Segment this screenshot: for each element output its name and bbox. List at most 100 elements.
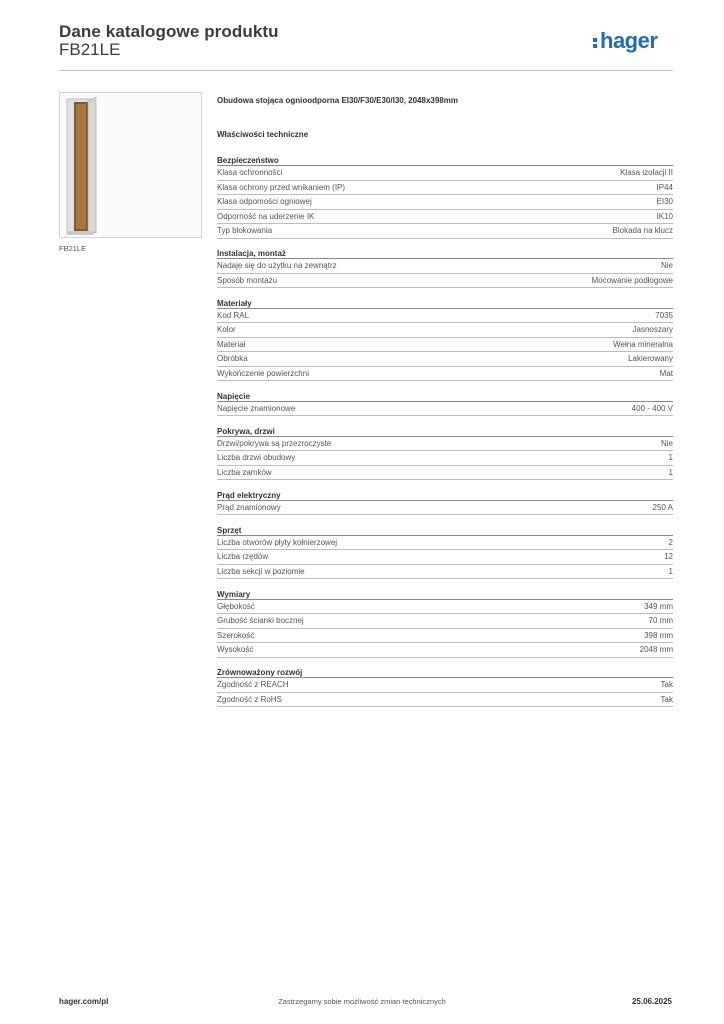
spec-value: 2048 mm <box>639 645 673 655</box>
spec-row: Klasa odpomości ogniowej EI30 <box>217 195 673 210</box>
spec-value: Lakierowany <box>628 354 673 364</box>
section-title: Wymiary <box>217 589 673 600</box>
spec-label: Liczba otworów płyty kołnierzowej <box>217 537 338 547</box>
spec-label: Klasa ochrony przed wnikaniem (IP) <box>217 182 346 192</box>
spec-value: IP44 <box>656 182 673 192</box>
spec-value: 70 mm <box>648 616 673 626</box>
spec-row: Grubość ścianki bocznej 70 mm <box>217 614 673 629</box>
spec-label: Szerokość <box>217 630 255 640</box>
spec-value: 250 A <box>652 502 673 512</box>
spec-row: Wysokość 2048 mm <box>217 643 673 658</box>
spec-label: Zgodność z RoHS <box>217 694 282 704</box>
spec-value: Tak <box>660 694 673 704</box>
section-title: Sprzęt <box>217 525 673 536</box>
spec-value: 1 <box>668 566 673 576</box>
footer-date: 25.06.2025 <box>631 997 672 1006</box>
spec-label: Grubość ścianki bocznej <box>217 616 304 626</box>
product-code: FB21LE <box>59 40 121 59</box>
spec-row: Kod RAL 7035 <box>217 309 673 323</box>
spec-label: Liczba drzwi obudowy <box>217 453 296 463</box>
spec-row: Głębokość 349 mm <box>217 600 673 614</box>
spec-label: Liczba sekcji w poziomie <box>217 566 305 576</box>
spec-label: Liczba rzędów <box>217 552 269 562</box>
spec-row: Klasa ochronności Klasa izolacji II <box>217 166 673 181</box>
spec-value: Tak <box>660 680 673 690</box>
spec-label: Klasa ochronności <box>217 168 283 178</box>
spec-row: Liczba otworów płyty kołnierzowej 2 <box>217 536 673 550</box>
product-description: Obudowa stojąca ognioodporna EI30/F30/E3… <box>217 96 458 105</box>
header-divider <box>59 70 673 71</box>
section-title: Prąd elektryczny <box>217 490 673 501</box>
spec-row: Klasa ochrony przed wnikaniem (IP) IP44 <box>217 181 673 195</box>
footer-website[interactable]: hager.com/pl <box>59 997 109 1006</box>
spec-label: Prąd znamionowy <box>217 502 281 512</box>
spec-label: Obróbka <box>217 354 248 364</box>
spec-row: Szerokość 398 mm <box>217 629 673 643</box>
section-title: Bezpieczeństwo <box>217 155 673 166</box>
section-title: Instalacja, montaż <box>217 248 673 259</box>
spec-value: Blokada na klucz <box>612 226 673 236</box>
spec-value: 1 <box>668 467 673 477</box>
spec-value: EI30 <box>656 197 673 207</box>
spec-value: 12 <box>664 552 673 562</box>
section-title: Pokrywa, drzwi <box>217 426 673 437</box>
section-title: Zrównoważony rozwój <box>217 667 673 678</box>
spec-label: Typ blokowania <box>217 226 273 236</box>
spec-label: Nadaje się do użytku na zewnątrz <box>217 261 337 271</box>
spec-value: 1 <box>668 453 673 463</box>
spec-value: 349 mm <box>644 601 673 611</box>
spec-row: Zgodność z RoHS Tak <box>217 693 673 707</box>
spec-value: Wełna mineralna <box>613 339 673 349</box>
spec-row: Zgodność z REACH Tak <box>217 678 673 693</box>
footer-note: Zastrzegamy sobie możliwość zmian techni… <box>278 997 446 1006</box>
spec-value: Jasnoszary <box>632 325 673 335</box>
spec-value: Klasa izolacji II <box>620 168 673 178</box>
spec-label: Odporność na uderzenie IK <box>217 211 315 221</box>
spec-label: Sposób montażu <box>217 275 278 285</box>
spec-value: 2 <box>668 537 673 547</box>
spec-row: Liczba drzwi obudowy 1 <box>217 451 673 466</box>
spec-label: Kod RAL <box>217 310 250 320</box>
spec-value: Mat <box>659 368 673 378</box>
section-title: Materiały <box>217 298 673 309</box>
hager-logo: hager <box>592 26 676 60</box>
spec-label: Drzwi/pokrywa są przezroczyste <box>217 438 332 448</box>
spec-row: Sposób montażu Mocowanie podłogowe <box>217 274 673 288</box>
spec-row: Kolor Jasnoszary <box>217 323 673 338</box>
specs-heading: Właściwości techniczne <box>217 130 309 139</box>
spec-value: Mocowanie podłogowe <box>591 275 673 285</box>
spec-label: Głębokość <box>217 601 255 611</box>
spec-label: Zgodność z REACH <box>217 680 289 690</box>
spec-row: Prąd znamionowy 250 A <box>217 501 673 515</box>
spec-label: Klasa odpomości ogniowej <box>217 197 312 207</box>
svg-text:hager: hager <box>600 28 658 53</box>
spec-label: Materiał <box>217 339 246 349</box>
spec-label: Kolor <box>217 325 236 335</box>
spec-value: 7035 <box>655 310 673 320</box>
spec-label: Wysokość <box>217 645 254 655</box>
spec-value: Nie <box>660 438 673 448</box>
spec-row: Odporność na uderzenie IK IK10 <box>217 210 673 224</box>
section-title: Napięcie <box>217 391 673 402</box>
spec-row: Liczba rzędów 12 <box>217 550 673 565</box>
spec-row: Obróbka Lakierowany <box>217 352 673 367</box>
spec-value: 398 mm <box>644 630 673 640</box>
spec-value: 400 - 400 V <box>631 403 673 413</box>
product-image <box>59 92 202 238</box>
spec-row: Materiał Wełna mineralna <box>217 338 673 352</box>
spec-row: Drzwi/pokrywa są przezroczyste Nie <box>217 437 673 451</box>
spec-row: Liczba sekcji w poziomie 1 <box>217 565 673 579</box>
spec-value: IK10 <box>656 211 673 221</box>
